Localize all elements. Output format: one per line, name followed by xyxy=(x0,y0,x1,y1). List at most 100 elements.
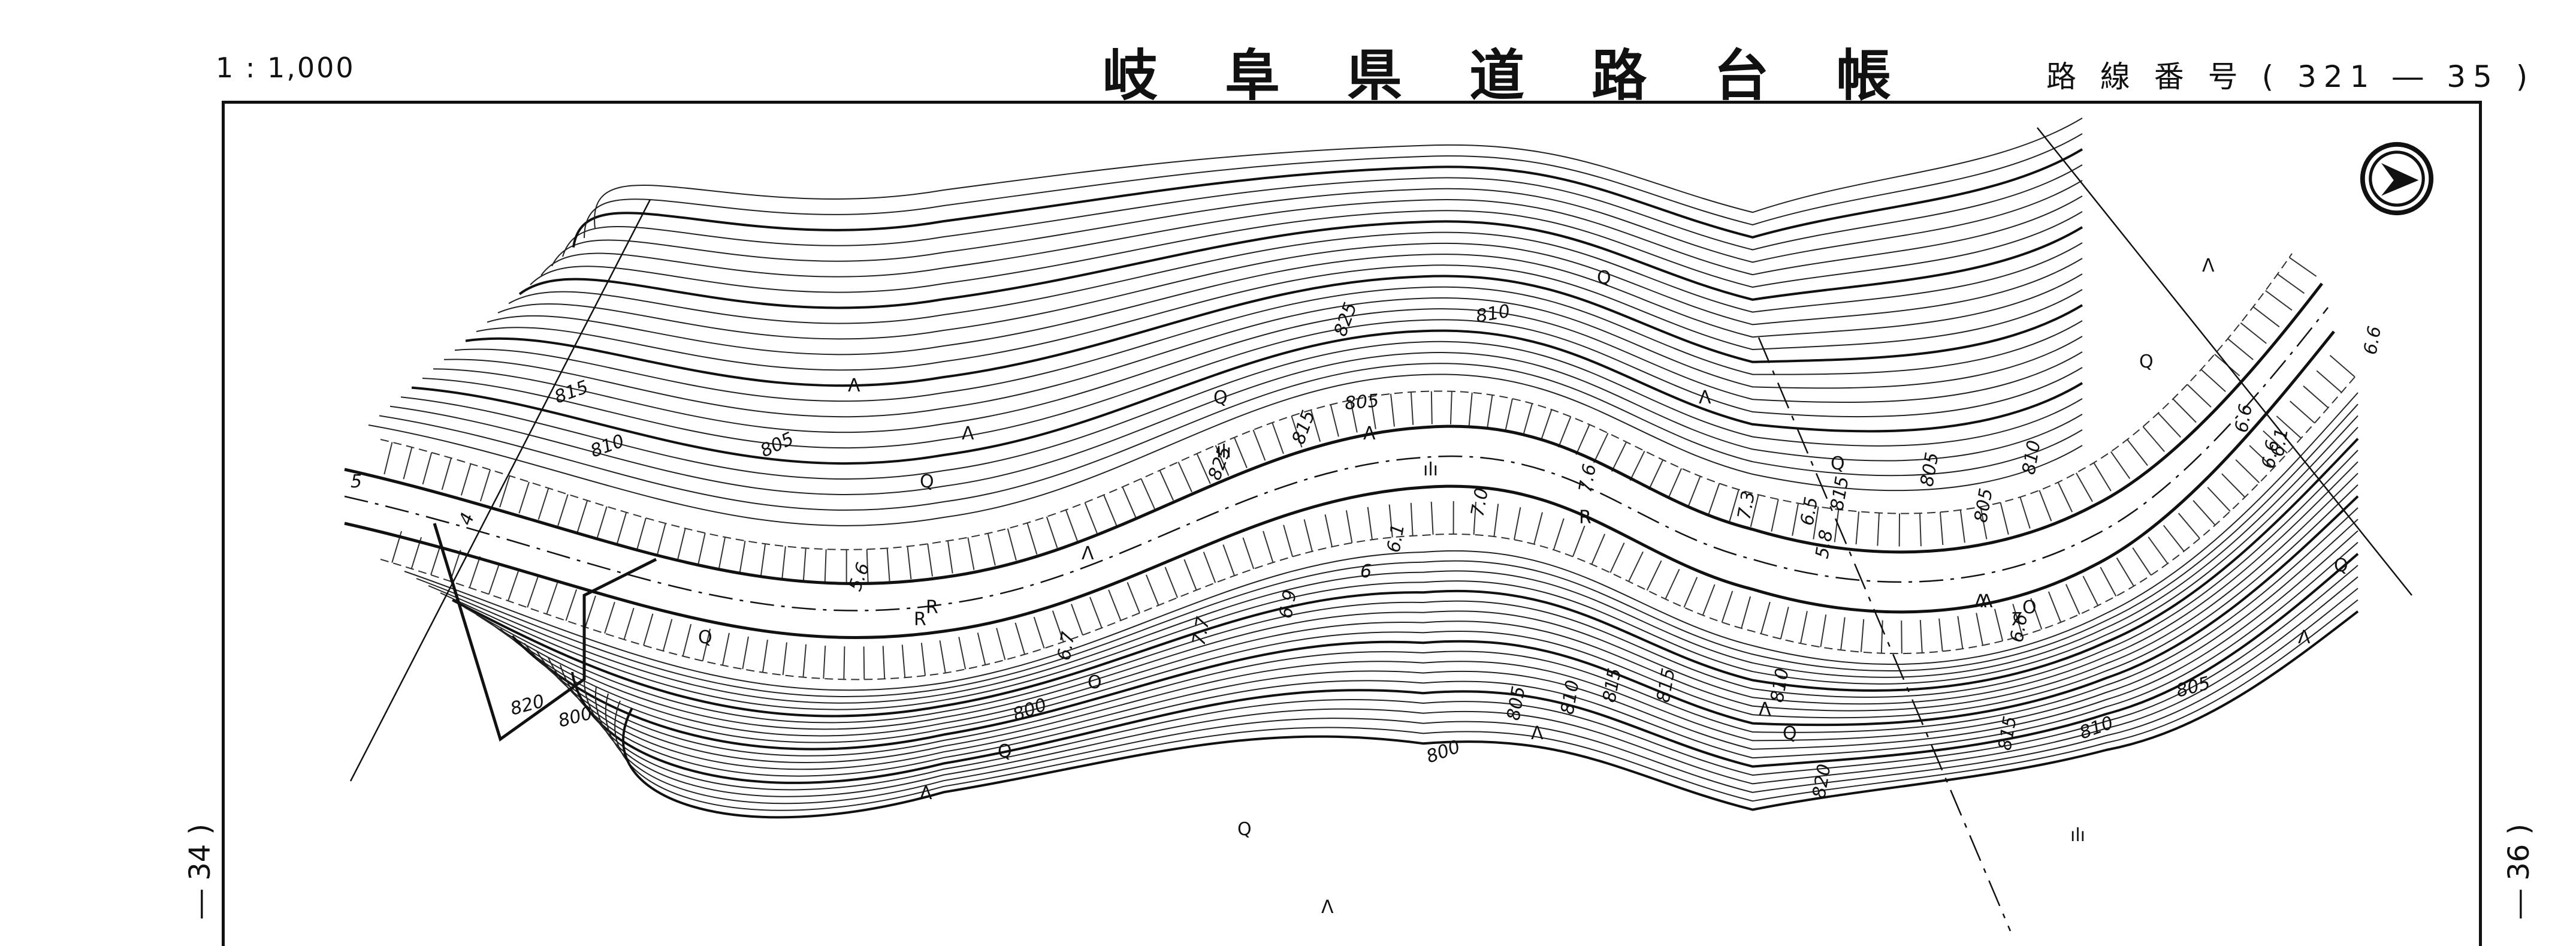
slope-tick xyxy=(1573,526,1585,556)
land-symbol: Λ xyxy=(1699,387,1711,408)
slope-tick xyxy=(2173,399,2196,423)
slope-tick xyxy=(1514,507,1520,540)
slope-tick xyxy=(2253,307,2279,327)
contour-label: 825 xyxy=(1330,300,1361,339)
slope-tick xyxy=(423,453,432,484)
slope-tick xyxy=(2207,487,2230,511)
slope-tick xyxy=(1591,534,1605,564)
slope-tick xyxy=(1184,559,1196,590)
slope-tick xyxy=(617,513,626,544)
slope-tick xyxy=(2193,501,2215,525)
slope-tick xyxy=(2058,483,2073,513)
slope-tick xyxy=(2143,427,2164,452)
road-letter: R xyxy=(1579,507,1591,528)
slope-tick xyxy=(1127,582,1139,613)
slope-tick xyxy=(1629,552,1643,582)
contour-label: 800 xyxy=(1424,736,1463,767)
contour-line xyxy=(594,118,2082,228)
slope-tick xyxy=(1284,525,1292,557)
slope-tick xyxy=(2094,463,2111,491)
land-symbol: ılı xyxy=(1423,459,1438,480)
slope-tick xyxy=(1708,483,1719,514)
contour-line xyxy=(422,320,2082,448)
cut-line-upper xyxy=(380,254,2292,550)
slope-tick xyxy=(1995,609,2003,641)
slope-tick xyxy=(546,583,557,614)
slope-tick xyxy=(2066,585,2080,614)
contour-line xyxy=(379,363,2082,510)
land-symbol: Q xyxy=(998,741,1012,762)
contour-line xyxy=(541,196,2082,277)
slope-tick xyxy=(1668,468,1681,498)
road-letter: O xyxy=(1088,672,1102,693)
slope-tick xyxy=(1741,596,1750,628)
slope-tick xyxy=(723,633,729,665)
contour-label: 810 xyxy=(2018,439,2045,476)
land-symbol: Λ xyxy=(1980,591,1993,612)
slope-tick xyxy=(2266,291,2292,311)
slope-tick xyxy=(883,646,885,679)
slope-tick xyxy=(2001,502,2009,534)
slope-tick xyxy=(763,640,768,672)
road-width-label: 6.6 xyxy=(2360,324,2385,356)
slope-tick xyxy=(1665,569,1679,599)
slope-tick xyxy=(1368,507,1372,540)
slope-tick xyxy=(1234,438,1247,468)
slope-tick xyxy=(1820,614,1826,647)
slope-tick xyxy=(1939,619,1943,652)
slope-tick xyxy=(578,501,587,532)
slope-tick xyxy=(902,644,905,677)
slope-tick xyxy=(1015,623,1025,655)
land-symbol: Q xyxy=(920,471,934,492)
contour-line xyxy=(412,331,2082,463)
slope-tick xyxy=(1109,590,1121,620)
slope-tick xyxy=(442,458,451,490)
road-edge-lower xyxy=(345,332,2334,637)
slope-tick xyxy=(2289,257,2316,276)
slope-tick xyxy=(2020,497,2030,528)
boundary-line xyxy=(1759,338,2010,931)
contour-line xyxy=(455,287,2082,402)
slope-tick xyxy=(825,549,826,582)
slope-tick xyxy=(2303,386,2328,408)
slope-tick xyxy=(1861,619,1864,652)
slope-tick xyxy=(1612,442,1626,471)
slope-tick xyxy=(1325,514,1332,547)
contour-label: 805 xyxy=(1970,487,1997,524)
slope-tick xyxy=(597,507,607,538)
slope-tick xyxy=(1165,567,1177,598)
slope-tick xyxy=(519,482,529,513)
slope-tick xyxy=(2083,576,2098,605)
slope-tick xyxy=(2111,451,2130,478)
sheet-limit-right xyxy=(2037,128,2412,595)
slope-tick xyxy=(1554,519,1564,550)
slope-tick xyxy=(2330,355,2355,377)
road-width-label: 7.3 xyxy=(1734,489,1759,521)
slope-tick xyxy=(1146,575,1159,605)
route-number: 路 線 番 号 ( 321 ― 35 ) xyxy=(2046,53,2535,96)
slope-tick xyxy=(1882,620,1883,653)
slope-tick xyxy=(1066,510,1077,541)
contour-line xyxy=(584,565,2358,790)
slope-tick xyxy=(864,646,865,679)
slope-tick xyxy=(1331,405,1339,436)
land-symbol: Q xyxy=(1597,267,1611,288)
slope-tick xyxy=(1940,512,1943,545)
slope-tick xyxy=(1703,585,1715,615)
slope-tick xyxy=(1856,511,1859,544)
contour-line xyxy=(444,298,2082,417)
road-width-label: 6.1 xyxy=(2267,426,2293,458)
road-width-label: 6.7 xyxy=(1053,630,1079,662)
slope-tick xyxy=(1243,538,1254,569)
slope-tick xyxy=(940,640,946,673)
slope-tick xyxy=(2222,474,2245,497)
slope-tick xyxy=(928,544,932,576)
contour-line xyxy=(433,309,2082,432)
land-symbol: Λ xyxy=(848,375,860,396)
road-width-label: 6.9 xyxy=(1275,588,1301,620)
land-symbol: Λ xyxy=(1759,699,1771,720)
slope-tick xyxy=(1008,529,1016,561)
contour-line xyxy=(498,243,2082,339)
contour-label: 810 xyxy=(1474,300,1511,327)
